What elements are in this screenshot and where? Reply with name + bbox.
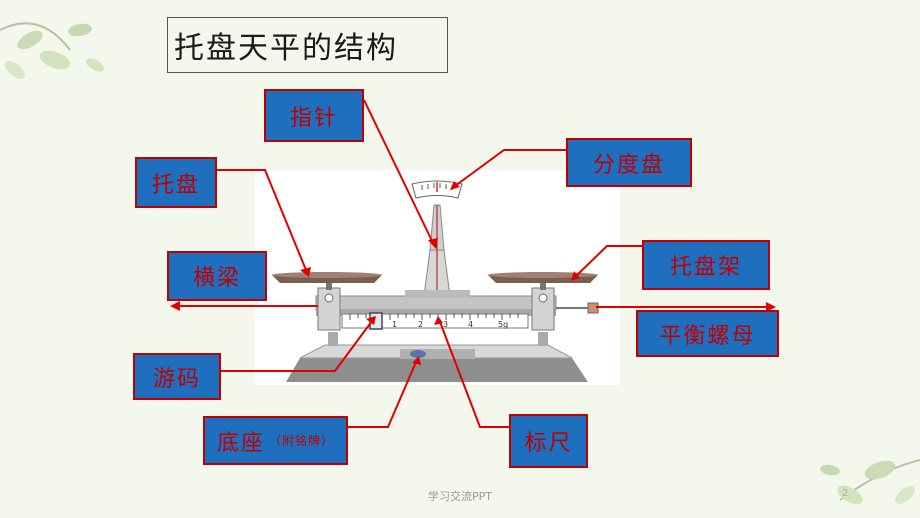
page-number: 2 — [842, 488, 849, 499]
ruler-tick-3: 3 — [443, 320, 448, 329]
label-pointer: 指针 — [264, 89, 364, 142]
label-beam: 横梁 — [167, 251, 267, 301]
annotation-lines — [176, 99, 770, 428]
label-pan-holder: 托盘架 — [642, 240, 770, 290]
label-scale-dial: 分度盘 — [566, 138, 692, 187]
label-base-note: （附铭牌） — [269, 434, 335, 448]
page-title: 托盘天平的结构 — [167, 17, 448, 73]
label-pan: 托盘 — [135, 157, 217, 208]
ruler-shape — [341, 313, 529, 329]
ruler-tick-4: 4 — [468, 320, 473, 329]
ruler-tick-2: 2 — [418, 320, 423, 329]
footer-text: 学习交流PPT — [428, 490, 492, 503]
nameplate — [400, 349, 475, 359]
base-shape — [286, 358, 588, 382]
ruler-tick-5g: 5g — [498, 320, 508, 329]
beam-shape — [315, 295, 557, 311]
label-balance-nut: 平衡螺母 — [636, 310, 779, 357]
label-rider: 游码 — [133, 353, 221, 400]
label-base: 底座（附铭牌） — [203, 416, 348, 465]
label-ruler: 标尺 — [509, 414, 588, 468]
ruler-tick-1: 1 — [392, 320, 397, 329]
